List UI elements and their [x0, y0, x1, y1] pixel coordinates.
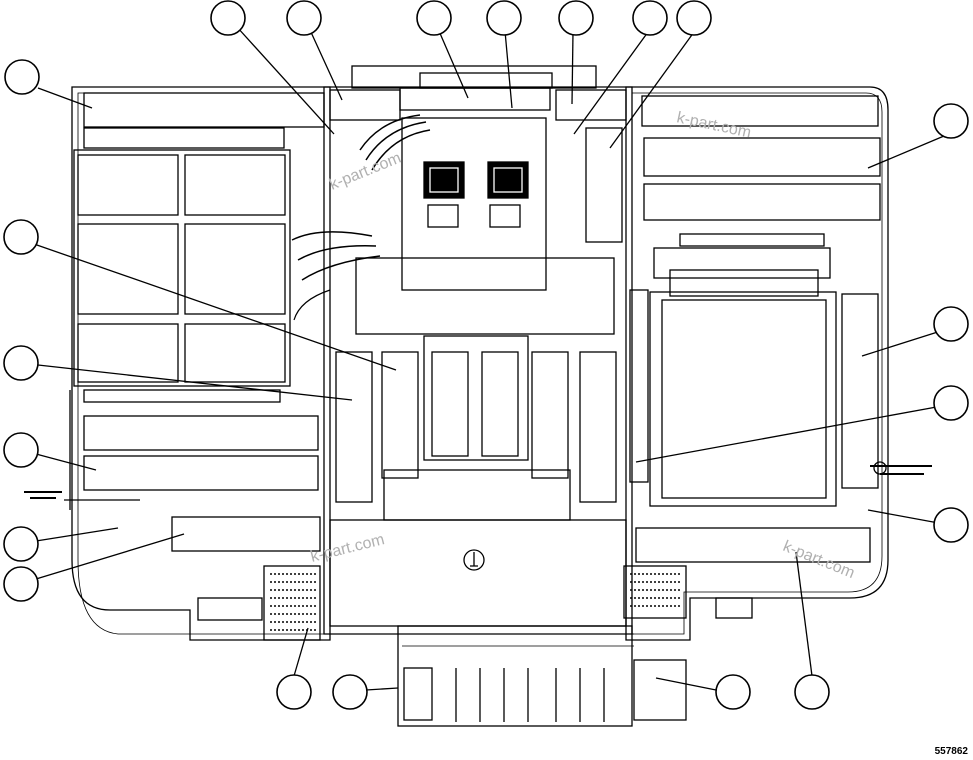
watermark: k-part.com [675, 109, 752, 141]
center-module [263, 87, 687, 727]
callout-bubble [276, 674, 312, 710]
watermark: k-part.com [781, 538, 857, 582]
callout-bubble [676, 0, 712, 36]
callout-bubble [558, 0, 594, 36]
callout-bubble [3, 345, 39, 381]
callout-bubble [486, 0, 522, 36]
watermark: k-part.com [327, 150, 403, 194]
left-module [24, 92, 325, 621]
callout-bubble [933, 103, 969, 139]
callout-bubble [933, 507, 969, 543]
callout-bubble [332, 674, 368, 710]
callout-bubble [933, 385, 969, 421]
callout-bubble [3, 432, 39, 468]
callout-bubble [715, 674, 751, 710]
callout-bubbles [3, 0, 969, 710]
callout-bubble [286, 0, 322, 36]
callout-bubble [416, 0, 452, 36]
callout-bubble [4, 59, 40, 95]
callout-bubble [3, 219, 39, 255]
callout-bubble [933, 306, 969, 342]
callout-leader-lines [33, 26, 945, 691]
callout-bubble [794, 674, 830, 710]
watermark-group: k-part.com k-part.com k-part.com k-part.… [309, 109, 857, 582]
callout-bubble [632, 0, 668, 36]
machine-outline [71, 65, 889, 641]
callout-bubble [3, 526, 39, 562]
right-module [629, 95, 932, 619]
callout-bubble [3, 566, 39, 602]
figure-code: 557862 [935, 746, 969, 757]
callout-bubble [210, 0, 246, 36]
